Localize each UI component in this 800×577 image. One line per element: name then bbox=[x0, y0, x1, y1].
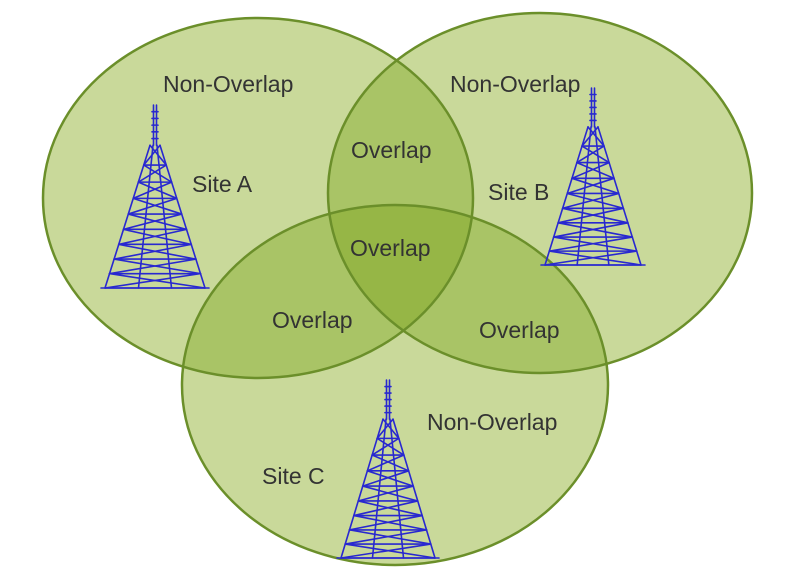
site-b-label: Site B bbox=[488, 179, 549, 205]
overlap-region-bc bbox=[328, 205, 608, 373]
site-a-zone-label: Non-Overlap bbox=[163, 71, 293, 97]
overlap-ac-label: Overlap bbox=[272, 307, 353, 333]
site-b-tower-icon bbox=[540, 87, 646, 266]
overlap-ab-label: Overlap bbox=[351, 137, 432, 163]
site-c-boundary bbox=[180, 203, 610, 567]
site-c-zone-label: Non-Overlap bbox=[427, 409, 557, 435]
site-a-label: Site A bbox=[192, 171, 253, 197]
site-c-tower-icon bbox=[336, 379, 440, 559]
site-a-boundary bbox=[41, 16, 475, 380]
site-b-boundary bbox=[326, 11, 754, 375]
overlap-bc-label: Overlap bbox=[479, 317, 560, 343]
site-a-tower-icon bbox=[100, 104, 210, 289]
overlap-abc-label: Overlap bbox=[350, 235, 431, 261]
overlap-region-ac bbox=[182, 205, 473, 378]
site-b-zone-label: Non-Overlap bbox=[450, 71, 580, 97]
site-c-label: Site C bbox=[262, 463, 325, 489]
